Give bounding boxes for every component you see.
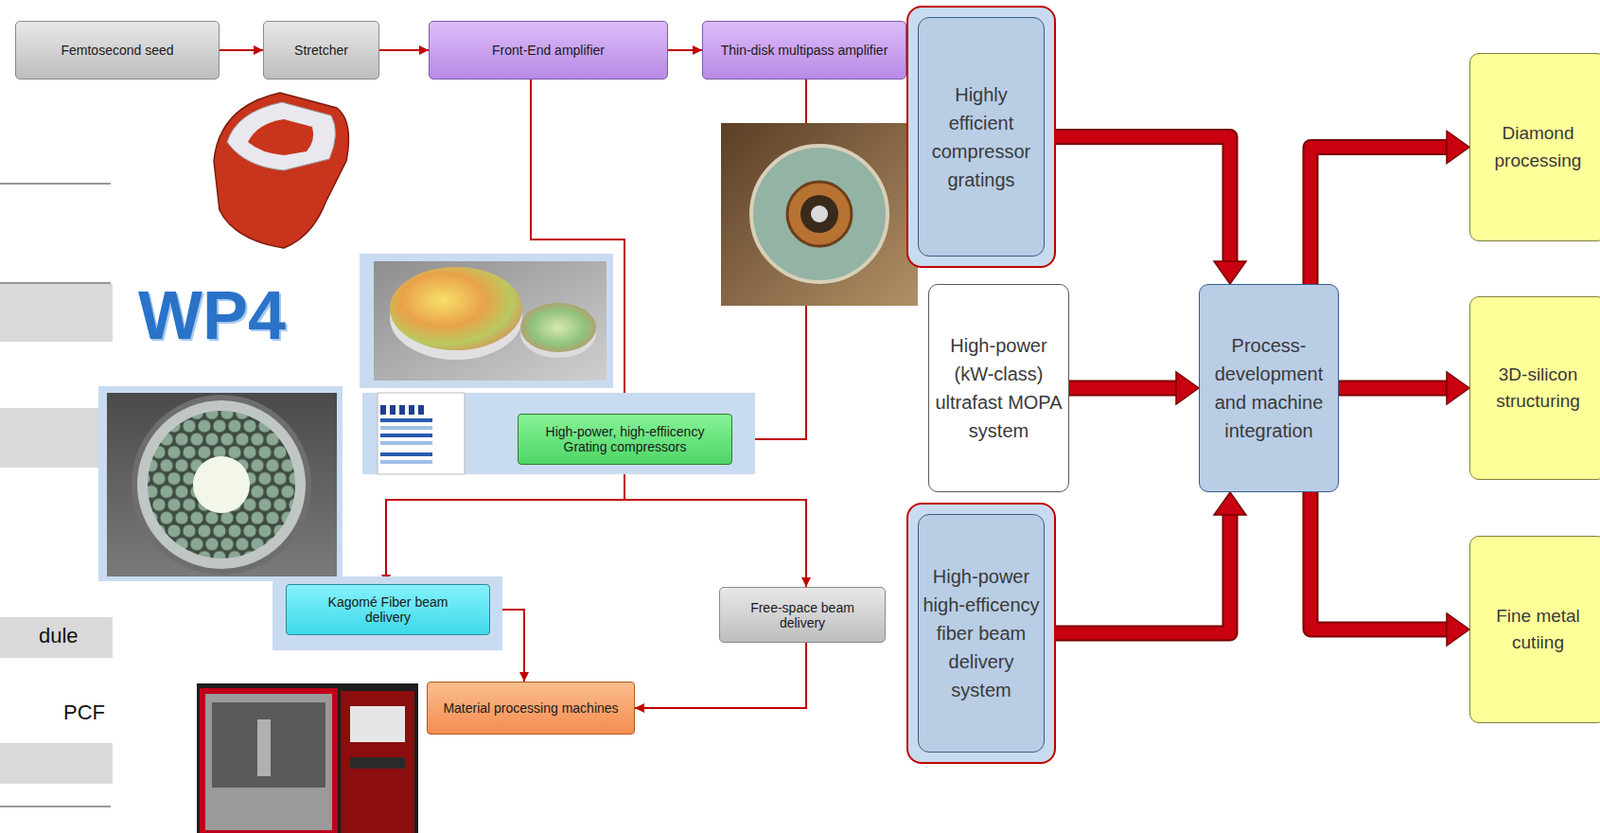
arrow-head: [1446, 613, 1470, 646]
node-text: 3D-silicon structuring: [1479, 361, 1597, 416]
signal-arrow: [634, 642, 807, 708]
delivery-box: Kagomé Fiber beam delivery: [285, 583, 491, 635]
signal-arrow: [219, 50, 264, 52]
flow-arrow: [1310, 131, 1470, 285]
flow-arrow: [1310, 492, 1470, 646]
connector-line: [624, 464, 807, 587]
thin-disk-photo: [720, 123, 918, 306]
flow-arrow: [1338, 371, 1470, 405]
node-text: Femtosecond seed: [60, 42, 174, 58]
arrow-shaft: [1055, 137, 1231, 264]
node-text: Fine metal cutiing: [1479, 602, 1597, 657]
node-text: Diamond processing: [1479, 120, 1597, 175]
kagome-fiber-photo: [106, 392, 337, 577]
process-box: Femtosecond seed: [15, 20, 220, 80]
arrow-outline: [1338, 380, 1449, 397]
connector-line: [379, 49, 429, 52]
node-text: High-power high-efficency fiber beam del…: [922, 562, 1040, 704]
arrow-shaft: [1338, 382, 1449, 395]
node-text: Thin-disk multipass amplifier: [720, 42, 889, 58]
application-box: Diamond processing: [1469, 52, 1600, 242]
highlighted-box: Highly efficient compressor gratings: [906, 5, 1056, 268]
compressor-box: High-power, high-effiicency Grating comp…: [517, 413, 733, 465]
node-text: High-power, high-effiicency Grating comp…: [527, 423, 722, 455]
node-text: Free-space beam delivery: [729, 599, 876, 631]
node-text: Front-End amplifier: [492, 42, 605, 58]
arrow-shaft: [1310, 147, 1449, 285]
inner-panel: Highly efficient compressor gratings: [917, 17, 1045, 257]
signal-arrow: [624, 464, 807, 587]
arrow-shaft: [1055, 512, 1231, 633]
connector-line: [668, 49, 703, 52]
laser-device-photo: [213, 92, 349, 248]
node-text: Material processing machines: [442, 700, 618, 716]
grating-photo: [373, 261, 607, 381]
system-box: High-power (kW-class) ultrafast MOPA sys…: [928, 283, 1070, 493]
signal-arrow: [379, 50, 429, 52]
arrow-outline: [1069, 380, 1179, 397]
arrow-outline: [1310, 492, 1449, 630]
arrow-head: [1446, 131, 1470, 164]
amplifier-box: Front-End amplifier: [428, 20, 669, 80]
arrow-head: [1176, 371, 1199, 405]
arrow-shaft: [1310, 492, 1449, 630]
connector-line: [219, 49, 264, 52]
side-label: dule: [38, 623, 79, 649]
integration-box: Process-development and machine integrat…: [1198, 283, 1339, 493]
highlight-panels: [98, 253, 756, 651]
amplifier-box: Thin-disk multipass amplifier: [702, 20, 907, 80]
side-slide-fragments: [0, 183, 113, 807]
signal-arrow: [668, 50, 703, 52]
node-text: Stretcher: [294, 42, 349, 58]
arrow-outline: [1055, 512, 1231, 633]
flow-arrow: [1055, 492, 1247, 633]
node-text: Process-development and machine integrat…: [1203, 331, 1335, 445]
machine-photo: [196, 683, 419, 833]
work-package-label: WP4: [138, 276, 286, 354]
application-box: 3D-silicon structuring: [1469, 296, 1600, 480]
highlighted-box: High-power high-efficency fiber beam del…: [906, 502, 1056, 764]
side-label: PCF: [63, 700, 106, 725]
application-box: Fine metal cutiing: [1469, 535, 1600, 723]
arrow-outline: [1310, 147, 1449, 285]
node-text: High-power (kW-class) ultrafast MOPA sys…: [932, 331, 1065, 445]
arrow-head: [1213, 261, 1247, 284]
node-text: Highly efficient compressor gratings: [922, 80, 1040, 194]
inner-panel: High-power high-efficency fiber beam del…: [917, 513, 1045, 753]
flow-arrow: [1069, 371, 1199, 405]
arrow-outline: [1055, 137, 1231, 264]
connector-line: [634, 642, 807, 708]
arrow-shaft: [1069, 382, 1179, 395]
layer-stack-sketch: [377, 392, 465, 475]
arrow-head: [1446, 371, 1470, 405]
process-box: Stretcher: [263, 20, 380, 80]
node-text: Kagomé Fiber beam delivery: [315, 594, 461, 625]
machine-box: Material processing machines: [426, 681, 635, 735]
arrow-head: [1213, 492, 1247, 515]
flow-arrow: [1055, 137, 1247, 285]
signal-arrow: [386, 464, 625, 584]
delivery-box: Free-space beam delivery: [719, 586, 886, 643]
connector-line: [386, 464, 625, 584]
